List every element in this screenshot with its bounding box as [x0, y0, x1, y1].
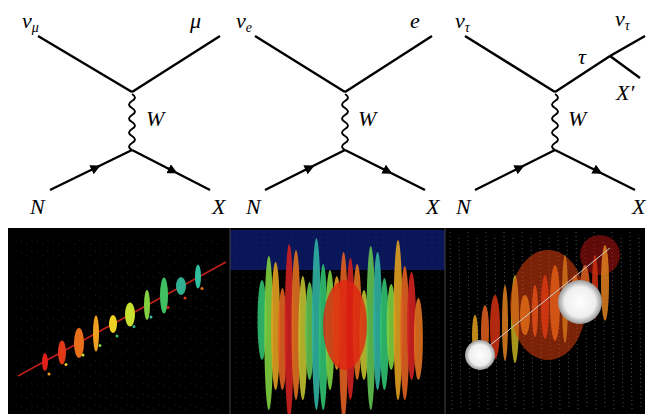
particle-label: ντ: [615, 8, 630, 33]
particle-label: X: [426, 196, 439, 218]
particle-label: N: [30, 196, 45, 218]
particle-label: e: [410, 10, 420, 32]
event-displays: [16, 232, 642, 414]
particle-label: X: [212, 196, 225, 218]
particle-label: τ: [578, 46, 586, 68]
w-boson-lines: [129, 94, 558, 150]
boson-label: W: [358, 108, 376, 130]
detector-region: [230, 230, 445, 270]
particle-label: ντ: [455, 10, 470, 35]
particle-label: X′: [616, 82, 634, 104]
event-display-ground: [8, 228, 645, 414]
particle-label: μ: [190, 10, 201, 32]
boson-label: W: [568, 108, 586, 130]
particle-label: X: [632, 196, 645, 218]
boson-label: W: [146, 108, 164, 130]
particle-label: N: [456, 196, 471, 218]
particle-label: νμ: [22, 10, 39, 35]
feynman-lines: [38, 36, 645, 190]
particle-label: N: [246, 196, 261, 218]
particle-label: νe: [236, 10, 252, 35]
